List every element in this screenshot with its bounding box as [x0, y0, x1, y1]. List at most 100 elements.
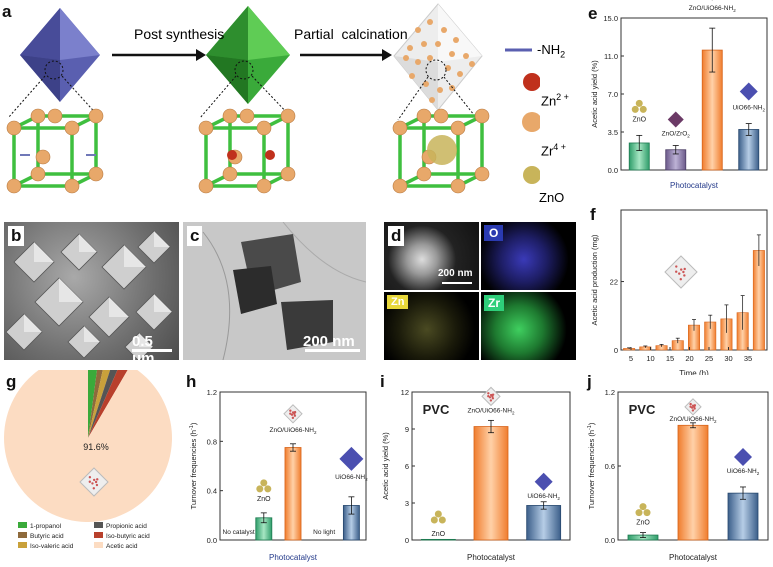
sem-facet — [34, 242, 54, 262]
legend-swatch — [18, 532, 27, 538]
category-label: ZnO — [632, 116, 646, 123]
x-tick-label: 20 — [685, 354, 693, 363]
zr-atom-icon — [47, 108, 63, 124]
zno-icon — [260, 479, 268, 487]
bar — [473, 426, 509, 541]
green-octahedron-icon — [206, 6, 290, 104]
pie-slice — [88, 370, 111, 438]
zr-particle — [449, 85, 455, 91]
zno-icon — [256, 485, 264, 493]
step-post-synthesis: Post synthesis — [134, 26, 225, 42]
category-label: ZnO/UiO66-NH2 — [468, 407, 515, 415]
sem-facet — [59, 278, 83, 302]
zno-zro2-icon — [339, 446, 364, 471]
legend-swatch — [18, 542, 27, 548]
zr-particle — [427, 19, 433, 25]
category-label: ZnO — [636, 520, 650, 527]
zr-atom-icon — [416, 108, 432, 124]
panel-letter-e: e — [588, 4, 598, 23]
zno-legend-icon — [523, 166, 540, 184]
legend-zr: Zr4 + — [541, 142, 567, 159]
sem-facet — [84, 326, 100, 342]
label-zn: Zn — [387, 295, 409, 309]
panel-letter-h: h — [186, 372, 197, 391]
bar — [526, 505, 562, 541]
y-tick-label: 15.0 — [603, 14, 618, 23]
y-tick-label: 3 — [405, 499, 409, 508]
zno-icon — [639, 105, 647, 113]
zno-particle-icon — [427, 135, 457, 165]
bar-icon — [339, 446, 364, 471]
x-tick-label: 35 — [744, 354, 752, 363]
lattice-cube-2 — [204, 114, 290, 188]
scale-bar-d — [442, 282, 472, 284]
x-tick-label: 15 — [666, 354, 674, 363]
sem-facet — [79, 234, 97, 252]
zr-atom-icon — [474, 108, 490, 124]
pie-center-label: 91.6% — [83, 442, 109, 452]
x-axis-label: Photocatalyst — [670, 181, 719, 190]
x-axis-label: Photocatalyst — [467, 553, 516, 562]
zr-atom-icon — [88, 166, 104, 182]
bar-icon — [684, 398, 702, 416]
zr-atom-icon — [433, 108, 449, 124]
legend-swatch — [18, 522, 27, 528]
zn-ion-icon — [227, 150, 237, 160]
zno-icon — [643, 509, 651, 517]
sem-facet — [139, 333, 153, 347]
zno-icon — [639, 503, 647, 511]
panel-letter-f: f — [590, 205, 596, 224]
y-tick-label: 0.8 — [207, 437, 217, 446]
zr-atom-icon — [280, 108, 296, 124]
bar-icon — [667, 111, 684, 128]
y-tick-label: 22 — [610, 278, 618, 287]
category-label: ZnO/UiO66-NH2 — [270, 427, 317, 435]
legend-label: 1-propanol — [30, 523, 62, 530]
zno-icon — [635, 509, 643, 517]
scale-label-d: 200 nm — [438, 268, 473, 279]
blue-octahedron-icon — [20, 8, 100, 102]
category-label: ZnO/UiO66-NH2 — [670, 416, 717, 424]
bar — [727, 492, 759, 541]
label-o: O — [484, 225, 504, 241]
bar-icon — [631, 99, 647, 113]
zno-uio66-icon — [283, 404, 303, 424]
category-label: ZnO/ZrO2 — [662, 131, 691, 139]
y-tick-label: 6 — [405, 462, 409, 471]
zr-particle — [453, 37, 459, 43]
y-tick-label: 0.0 — [608, 166, 618, 175]
zn-legend-icon — [523, 73, 540, 91]
zr-atom-icon — [30, 166, 46, 182]
x-tick-label: 10 — [646, 354, 654, 363]
zr-atom-icon — [222, 108, 238, 124]
bar-icon — [734, 447, 752, 466]
pie-slice — [88, 370, 98, 438]
panel-letter-j: j — [587, 372, 592, 391]
zr-atom-icon — [35, 149, 51, 165]
zr-particle — [435, 41, 441, 47]
zno-icon — [430, 516, 438, 524]
zr-legend-icon — [522, 112, 540, 132]
scale-label-b: 0.5 μm — [132, 333, 155, 360]
legend-zn: Zn2 + — [541, 92, 569, 109]
x-axis-label: Time (h) — [679, 369, 709, 375]
x-tick-label: 5 — [629, 354, 633, 363]
legend-nh2: -NH2 — [537, 42, 566, 60]
zr-atom-icon — [198, 178, 214, 194]
product-icon — [664, 255, 698, 289]
bar — [420, 538, 456, 541]
zr-particle — [463, 53, 469, 59]
legend-label: Acetic acid — [106, 543, 138, 550]
scale-bar-c — [305, 349, 360, 352]
zr-particle — [437, 87, 443, 93]
zr-atom-icon — [198, 120, 214, 136]
zr-particle — [469, 61, 475, 67]
pie-slice — [4, 370, 172, 522]
zr-atom-icon — [280, 166, 296, 182]
zno-icon — [631, 105, 639, 113]
panel-letter-a: a — [2, 2, 12, 21]
zr-particle — [449, 51, 455, 57]
pie-slice — [88, 370, 103, 438]
sem-facet — [154, 294, 172, 312]
